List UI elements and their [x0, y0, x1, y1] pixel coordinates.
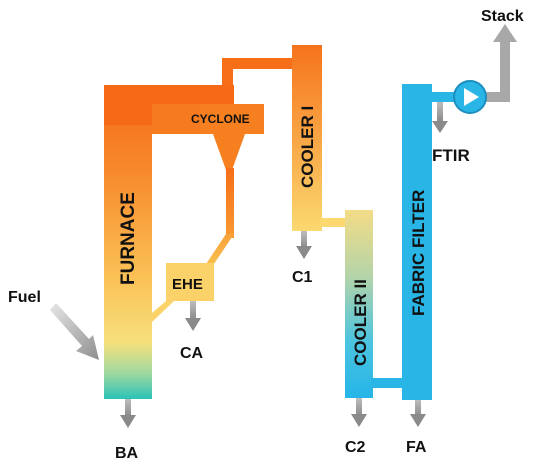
cooler-1 — [292, 45, 350, 231]
stack-exhaust-line — [416, 24, 517, 102]
ca-discharge-arrow-icon — [185, 301, 201, 331]
fabric-filter-label: FABRIC FILTER — [409, 190, 428, 316]
ehe — [152, 263, 214, 322]
cyclone-leg-duct — [202, 234, 234, 270]
ftir-label: FTIR — [432, 146, 470, 165]
cyclone-label: CYCLONE — [191, 112, 250, 126]
ba-label: BA — [115, 445, 139, 462]
ba-discharge-arrow-icon — [120, 399, 136, 428]
c1-discharge-arrow-icon — [296, 231, 312, 259]
fan-icon — [453, 80, 487, 114]
stack-label: Stack — [481, 8, 524, 25]
furnace-label: FURNACE — [118, 192, 139, 285]
fuel-label: Fuel — [8, 289, 41, 306]
stack-arrow-icon — [493, 24, 517, 42]
ca-label: CA — [180, 345, 204, 362]
c2-label: C2 — [345, 439, 366, 456]
cooler-1-label: COOLER I — [298, 106, 317, 188]
fabric-filter — [402, 84, 432, 400]
cooler-2 — [345, 210, 405, 398]
ftir-sampling-arrow-icon — [432, 102, 448, 133]
cooler-2-label: COOLER II — [351, 279, 370, 366]
cyclone-inlet-duct — [222, 58, 292, 108]
fa-discharge-arrow-icon — [410, 400, 426, 427]
fa-label: FA — [406, 439, 427, 456]
ehe-label: EHE — [172, 276, 203, 293]
c1-label: C1 — [292, 269, 313, 286]
fuel-inlet-arrow-icon — [50, 303, 99, 360]
cyclone — [152, 104, 264, 238]
c2-discharge-arrow-icon — [351, 398, 367, 427]
